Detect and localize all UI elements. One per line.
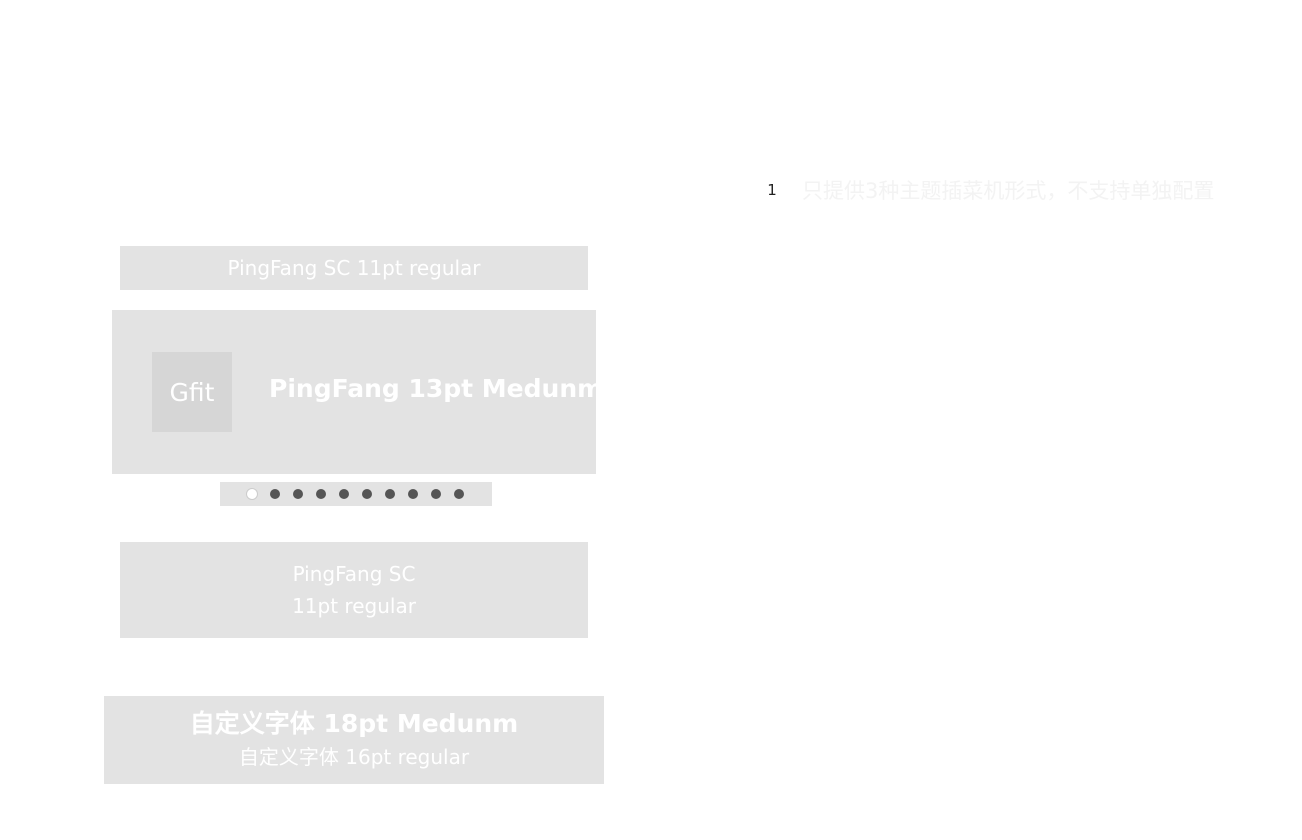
pagination-dot[interactable] — [316, 489, 326, 499]
card-thumbnail: Gfit — [152, 352, 232, 432]
pagination-dot[interactable] — [385, 489, 395, 499]
banner-bottom-line2: 自定义字体 16pt regular — [238, 745, 470, 769]
annotation-number-badge: 1 — [760, 178, 784, 202]
banner-placeholder-middle: PingFang SC 11pt regular — [120, 542, 588, 638]
banner-bottom-line1: 自定义字体 18pt Medunm — [189, 709, 519, 738]
pagination-dot[interactable] — [431, 489, 441, 499]
banner-top-label: PingFang SC 11pt regular — [227, 256, 481, 280]
banner-mid-line1: PingFang SC — [292, 562, 416, 586]
banner-placeholder-bottom: 自定义字体 18pt Medunm 自定义字体 16pt regular — [104, 696, 604, 784]
card-thumbnail-label: Gfit — [169, 377, 215, 407]
carousel-card[interactable]: Gfit PingFang 13pt Medunm — [112, 310, 603, 474]
annotation-text: 只提供3种主题插菜机形式，不支持单独配置 — [802, 179, 1215, 203]
pagination-dot[interactable] — [270, 489, 280, 499]
pagination-dot[interactable] — [293, 489, 303, 499]
pagination-dot-active[interactable] — [247, 489, 257, 499]
pagination-dot[interactable] — [362, 489, 372, 499]
carousel-pagination — [220, 482, 492, 506]
banner-placeholder-top: PingFang SC 11pt regular — [120, 246, 588, 290]
card-title: PingFang 13pt Medunm — [269, 374, 604, 403]
banner-mid-line2: 11pt regular — [292, 594, 416, 618]
pagination-dot[interactable] — [339, 489, 349, 499]
annotation-note: 1 只提供3种主题插菜机形式，不支持单独配置 — [760, 175, 1214, 205]
pagination-dot[interactable] — [454, 489, 464, 499]
pagination-dot[interactable] — [408, 489, 418, 499]
